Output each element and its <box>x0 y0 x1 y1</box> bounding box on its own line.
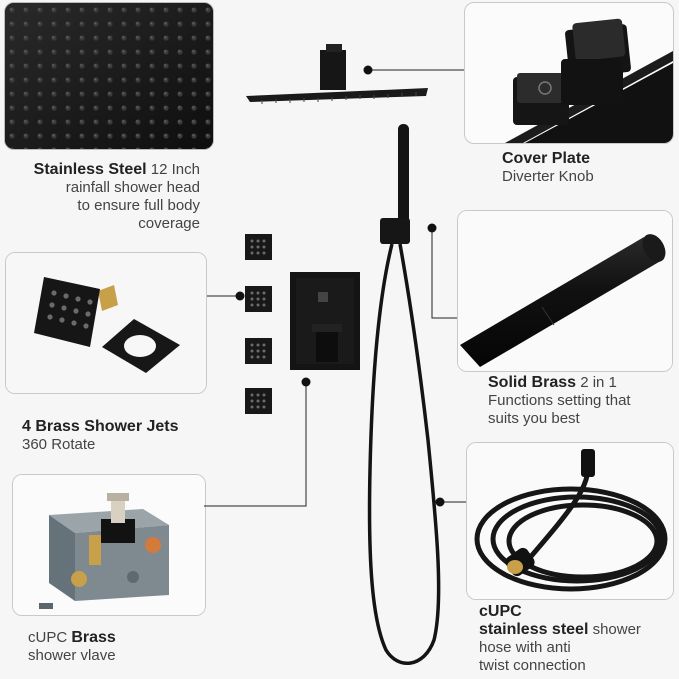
valve-caption: cUPC Brass shower vlave <box>28 629 116 665</box>
hose-caption-bold: stainless steel <box>479 621 589 638</box>
cover-plate-panel <box>464 2 674 144</box>
hose-panel <box>466 442 674 600</box>
hose-image <box>467 443 673 599</box>
hand-shower-caption-bold: Solid Brass <box>488 374 577 391</box>
hose-caption-shower: shower <box>588 621 641 638</box>
jet-icons <box>245 234 272 414</box>
jets-caption-bold: 4 Brass Shower Jets <box>22 418 179 435</box>
rain-head-nozzles-image <box>5 3 213 149</box>
hand-shower-panel <box>457 210 673 372</box>
valve-image <box>13 475 205 615</box>
rain-head-caption: Stainless Steel 12 Inch rainfall shower … <box>28 161 200 233</box>
shower-jet-image <box>6 253 206 393</box>
jets-caption-line2: 360 Rotate <box>22 436 96 453</box>
hose-caption-line3: hose with anti <box>479 639 571 656</box>
valve-caption-bold: Brass <box>71 629 116 646</box>
hose-caption: cUPC stainless steel shower hose with an… <box>479 603 641 675</box>
hand-shower-caption: Solid Brass 2 in 1 Functions setting tha… <box>488 374 631 428</box>
rain-head-caption-line3: to ensure full body <box>77 197 200 214</box>
cover-plate-caption-bold: Cover Plate <box>502 150 591 167</box>
hand-shower-caption-line3: suits you best <box>488 410 580 427</box>
rain-head-panel <box>4 2 214 150</box>
hand-shower-caption-functions: 2 in 1 <box>576 374 617 391</box>
valve-caption-line2: shower vlave <box>28 647 116 664</box>
hand-shower-image <box>458 211 672 371</box>
jets-caption: 4 Brass Shower Jets 360 Rotate <box>22 418 179 454</box>
hand-shower-caption-line2: Functions setting that <box>488 392 631 409</box>
hose-caption-line4: twist connection <box>479 657 586 674</box>
hose-caption-line1: cUPC <box>479 603 522 620</box>
valve-caption-prefix: cUPC <box>28 629 72 646</box>
rain-head-caption-bold: Stainless Steel <box>33 161 147 178</box>
callout-lines <box>204 69 466 507</box>
cover-plate-caption-line2: Diverter Knob <box>502 168 594 185</box>
rain-head-caption-size: 12 Inch <box>146 161 200 178</box>
rain-head-caption-line4: coverage <box>138 215 200 232</box>
shower-jet-panel <box>5 252 207 394</box>
rain-head-caption-line2: rainfall shower head <box>65 179 200 196</box>
cover-plate-caption: Cover Plate Diverter Knob <box>502 150 594 186</box>
cover-plate-image <box>505 18 673 143</box>
valve-panel <box>12 474 206 616</box>
